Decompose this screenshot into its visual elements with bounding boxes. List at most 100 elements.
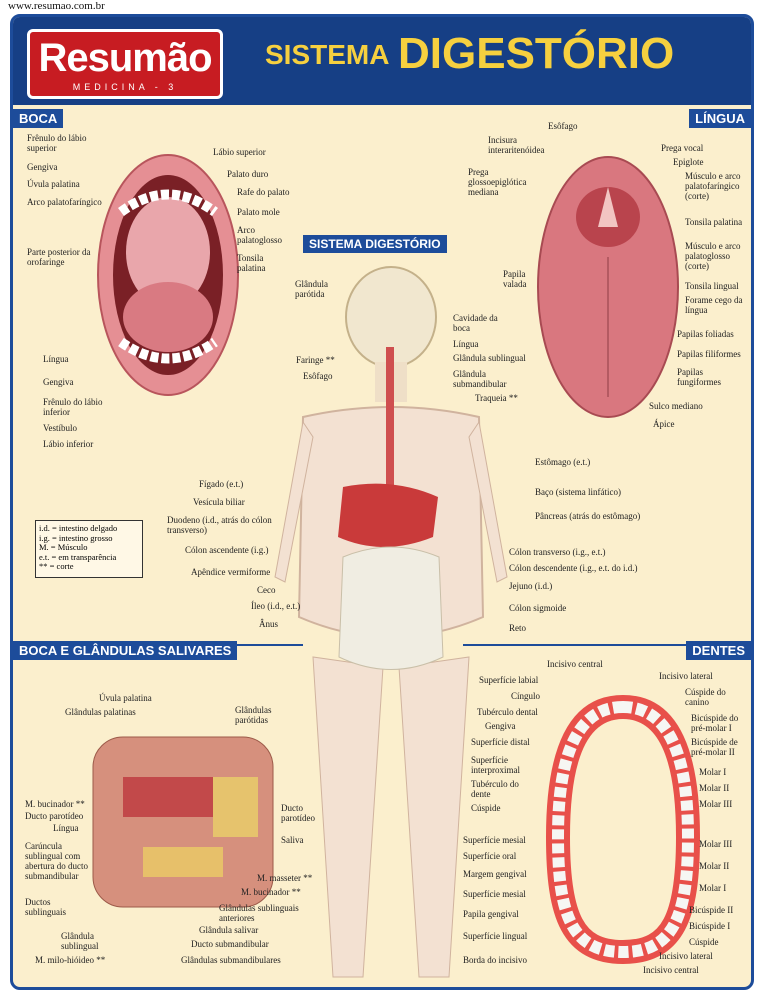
label-lingua: Papila valada	[503, 269, 527, 289]
label-boca: Frênulo do lábio superior	[27, 133, 87, 153]
label-glandulas: Glândula sublingual	[61, 931, 99, 951]
brand-name: Resumão	[38, 36, 212, 80]
label-sistema: Apêndice vermiforme	[191, 567, 271, 577]
legend-item: ** = corte	[39, 561, 74, 571]
site-url: www.resumao.com.br	[8, 0, 105, 12]
label-sistema: Faringe **	[296, 355, 335, 365]
label-sistema: Cólon sigmoide	[509, 603, 567, 613]
label-glandulas: Glândulas submandibulares	[181, 955, 281, 965]
label-lingua: Papilas filiformes	[677, 349, 741, 359]
label-lingua: Esôfago	[548, 121, 578, 131]
legend-item: e.t. = em transparência	[39, 551, 117, 562]
label-boca: Gengiva	[43, 377, 74, 387]
label-dentes: Molar II	[699, 861, 730, 871]
legend-item: i.d. = intestino delgado	[39, 523, 118, 533]
label-sistema: Ânus	[259, 619, 279, 629]
brand-subtitle: MEDICINA - 3	[72, 82, 178, 92]
label-lingua: Tonsila lingual	[685, 281, 739, 291]
study-sheet: Resumão MEDICINA - 3 SISTEMA DIGESTÓRIO	[10, 14, 754, 990]
section-header-glandulas: BOCA E GLÂNDULAS SALIVARES	[13, 641, 238, 660]
label-boca: Vestíbulo	[43, 423, 78, 433]
section-header-lingua: LÍNGUA	[689, 109, 751, 128]
label-boca: Rafe do palato	[237, 187, 290, 197]
label-sistema: Vesícula biliar	[193, 497, 245, 507]
label-boca: Frênulo do lábio inferior	[43, 397, 103, 417]
label-dentes: Gengiva	[485, 721, 516, 731]
label-dentes: Margem gengival	[463, 869, 527, 879]
label-sistema: Glândula parótida	[295, 279, 328, 299]
label-lingua: Incisura interaritenóidea	[488, 135, 545, 155]
label-glandulas: Saliva	[281, 835, 304, 845]
legend-item: i.g. = intestino grosso	[39, 532, 113, 543]
label-glandulas: Úvula palatina	[99, 693, 152, 703]
label-boca: Palato mole	[237, 207, 280, 217]
label-lingua: Prega vocal	[661, 143, 704, 153]
label-glandulas: Glândulas parótidas	[235, 705, 272, 725]
label-dentes: Superfície lingual	[463, 931, 528, 941]
label-dentes: Bicúspide de pré-molar II	[691, 737, 738, 757]
label-lingua: Músculo e arco palatoglosso (corte)	[685, 241, 741, 271]
label-sistema: Cólon descendente (i.g., e.t. do i.d.)	[509, 563, 638, 573]
label-lingua: Tonsila palatina	[685, 217, 743, 227]
label-sistema: Glândula submandibular	[453, 369, 507, 389]
label-dentes: Papila gengival	[463, 909, 519, 919]
label-sistema: Glândula sublingual	[453, 353, 526, 363]
label-sistema: Baço (sistema linfático)	[535, 487, 621, 497]
header-banner: Resumão MEDICINA - 3 SISTEMA DIGESTÓRIO	[13, 17, 751, 105]
body-illustration	[274, 266, 508, 978]
label-dentes: Bicúspide I	[689, 921, 731, 931]
label-boca: Arco palatoglosso	[237, 225, 282, 245]
label-lingua: Músculo e arco palatofaríngico (corte)	[685, 171, 741, 201]
label-glandulas: Ducto submandibular	[191, 939, 269, 949]
label-lingua: Epiglote	[673, 157, 704, 167]
label-dentes: Bicúspide do pré-molar I	[691, 713, 739, 733]
label-sistema: Reto	[509, 623, 526, 633]
label-dentes: Molar I	[699, 883, 727, 893]
label-sistema: Cólon transverso (i.g., e.t.)	[509, 547, 606, 557]
label-sistema: Fígado (e.t.)	[199, 479, 244, 489]
label-glandulas: Carúncula sublingual com abertura do duc…	[25, 841, 88, 881]
label-dentes: Bicúspide II	[689, 905, 734, 915]
label-sistema: Íleo (i.d., e.t.)	[251, 601, 301, 611]
tongue-illustration	[537, 156, 679, 418]
label-sistema: Cólon ascendente (i.g.)	[185, 545, 269, 555]
label-glandulas: M. bucinador **	[25, 799, 85, 809]
label-glandulas: Ductos sublinguais	[25, 897, 67, 917]
label-sistema: Jejuno (i.d.)	[509, 581, 553, 591]
label-lingua: Forame cego da língua	[685, 295, 743, 315]
label-boca: Gengiva	[27, 162, 58, 172]
label-dentes: Molar III	[699, 839, 733, 849]
label-boca: Lábio inferior	[43, 439, 94, 449]
label-sistema: Ceco	[257, 585, 276, 595]
label-dentes: Incisivo lateral	[659, 951, 713, 961]
label-glandulas: Glândulas palatinas	[65, 707, 136, 717]
label-glandulas: Ducto parotídeo	[25, 811, 84, 821]
abbreviation-legend: i.d. = intestino delgado i.g. = intestin…	[35, 520, 143, 578]
label-lingua: Papilas fungiformes	[677, 367, 721, 387]
label-dentes: Borda do incisivo	[463, 955, 527, 965]
section-header-dentes: DENTES	[686, 641, 751, 660]
label-dentes: Tubérculo do dente	[471, 779, 519, 799]
label-dentes: Superfície mesial	[463, 889, 526, 899]
label-dentes: Cúspide	[689, 937, 719, 947]
page-title-digestorio: DIGESTÓRIO	[398, 29, 675, 78]
brand-logo: Resumão MEDICINA - 3	[27, 29, 223, 99]
legend-item: M. = Músculo	[39, 542, 88, 552]
label-boca: Lábio superior	[213, 147, 266, 157]
label-sistema: Língua	[453, 339, 479, 349]
label-boca: Arco palatofaríngico	[27, 197, 102, 207]
page-title-sistema: SISTEMA	[265, 39, 390, 70]
label-dentes: Molar I	[699, 767, 727, 777]
label-boca: Parte posterior da orofaringe	[27, 247, 91, 267]
label-boca: Língua	[43, 354, 69, 364]
salivary-illustration	[92, 736, 274, 908]
label-glandulas: M. milo-hióideo **	[35, 955, 106, 965]
label-dentes: Molar II	[699, 783, 730, 793]
label-sistema: Duodeno (i.d., atrás do cólon transverso…	[167, 515, 272, 535]
label-dentes: Superfície mesial	[463, 835, 526, 845]
mouth-illustration	[97, 154, 239, 396]
label-glandulas: Ducto parotídeo	[281, 803, 315, 823]
label-glandulas: Língua	[53, 823, 79, 833]
label-glandulas: Glândulas sublinguais anteriores	[219, 903, 299, 923]
label-sistema: Estômago (e.t.)	[535, 457, 591, 467]
